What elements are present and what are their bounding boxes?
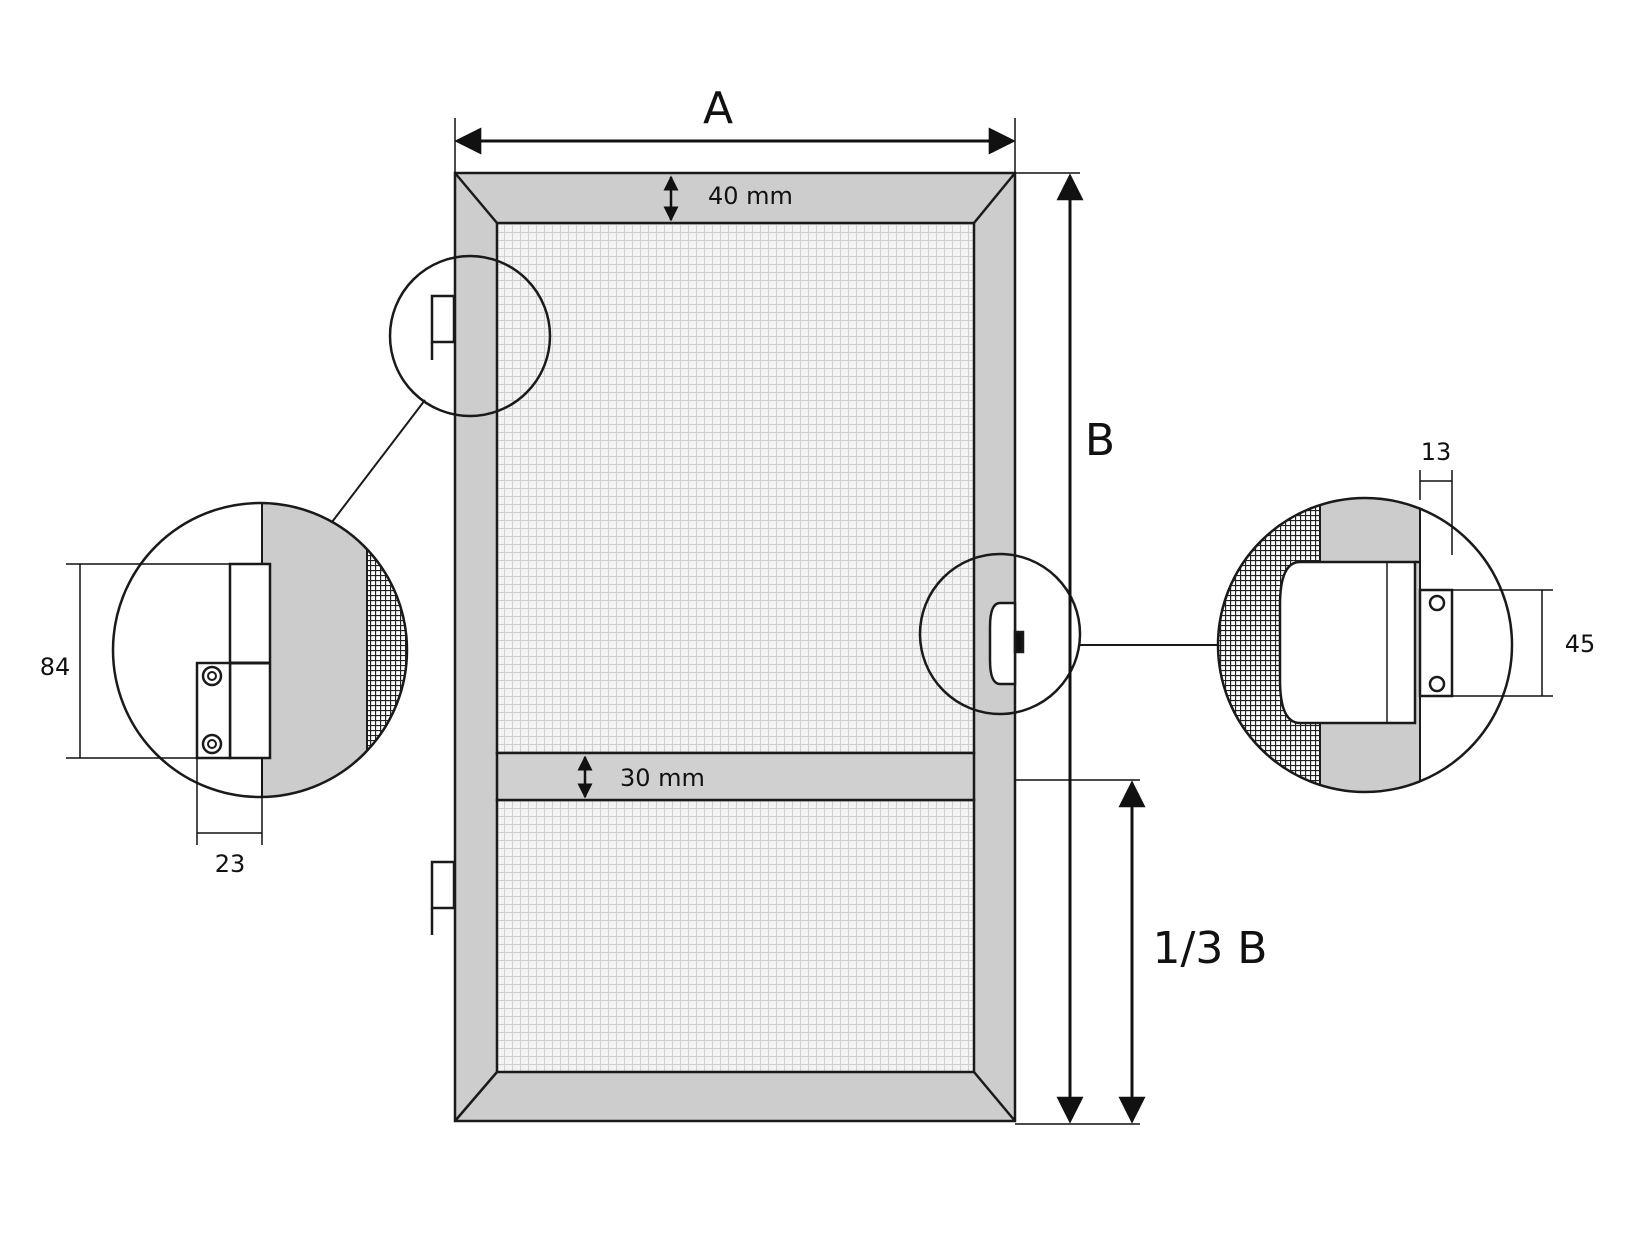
handle-45-dimension: [1452, 589, 1553, 697]
hinge-screw-top: [201, 665, 223, 687]
hinge-lower: [430, 860, 456, 935]
hinge-screw-bottom: [201, 733, 223, 755]
hinge-zoom-marker: [388, 254, 552, 418]
dimension-third-b-label: 1/3 B: [1153, 923, 1268, 974]
hinge-detail: [111, 501, 409, 799]
crossbar-label: 30 mm: [620, 764, 705, 792]
dimension-a: [454, 118, 1016, 173]
top-frame-label: 40 mm: [708, 182, 793, 210]
door-frame: [453, 171, 1017, 1123]
hinge-84-dimension: [66, 563, 230, 759]
dimension-b: [1015, 172, 1140, 1125]
handle-screw-top: [1428, 594, 1446, 612]
hinge-connector: [331, 399, 426, 523]
dimension-a-label: A: [703, 83, 733, 134]
hinge-width-label: 23: [215, 850, 246, 878]
dimension-third-b: [1015, 779, 1146, 1124]
hinge-height-label: 84: [40, 653, 71, 681]
handle-13-dimension: [1419, 470, 1453, 555]
handle-screw-bottom: [1428, 675, 1446, 693]
hinge-upper: [430, 294, 456, 360]
hinge-23-dimension: [196, 758, 263, 845]
dimension-b-label: B: [1085, 415, 1115, 466]
handle-detail: [1216, 496, 1514, 794]
handle-offset-label: 13: [1421, 438, 1452, 466]
handle-plate-label: 45: [1565, 630, 1596, 658]
door-handle: [988, 601, 1025, 686]
